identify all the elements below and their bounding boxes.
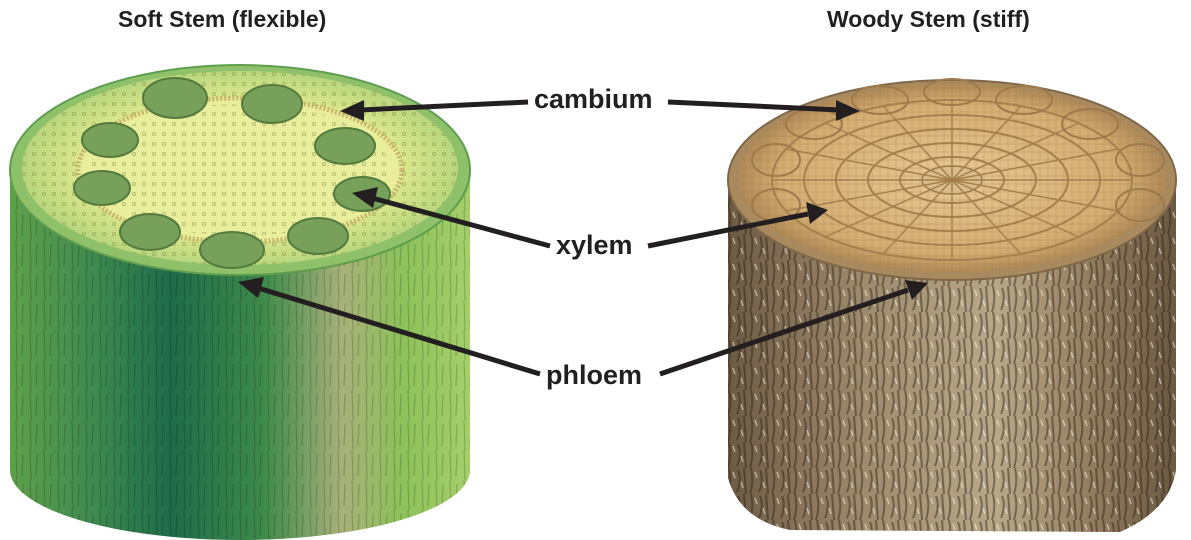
xylem-label: xylem [554, 230, 635, 261]
cambium-label: cambium [532, 84, 655, 115]
woody-stem-rays [772, 100, 1132, 260]
soft-stem-illustration [10, 65, 470, 540]
woody-stem-illustration [728, 79, 1176, 532]
woody-stem-title: Woody Stem (stiff) [827, 6, 1030, 33]
soft-stem-title: Soft Stem (flexible) [118, 6, 326, 33]
phloem-label: phloem [544, 360, 644, 391]
